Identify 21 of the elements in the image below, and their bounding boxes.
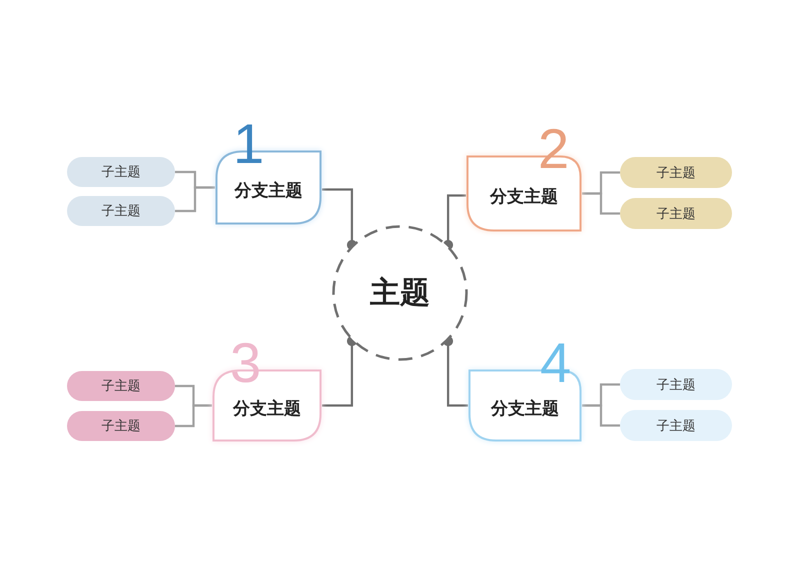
subtopic-pill: 子主题	[620, 157, 732, 188]
connector	[582, 192, 620, 215]
subtopic-pill: 子主题	[620, 410, 732, 441]
subtopic-pill: 子主题	[67, 196, 175, 226]
connector	[175, 186, 215, 212]
branch-label: 分支主题	[490, 398, 560, 420]
topic-label: 主题	[369, 274, 431, 312]
connector	[582, 404, 620, 427]
subtopic-pill: 子主题	[67, 371, 175, 401]
branch-label: 分支主题	[233, 180, 304, 202]
branch-label: 分支主题	[232, 398, 302, 420]
subtopic-pill: 子主题	[620, 369, 732, 400]
branch-label: 分支主题	[488, 186, 559, 208]
connector	[443, 336, 468, 407]
subtopic-pill: 子主题	[67, 411, 175, 441]
connector	[322, 336, 357, 407]
connector	[322, 188, 357, 250]
connector	[443, 194, 466, 250]
subtopic-pill: 子主题	[67, 157, 175, 187]
subtopic-pill: 子主题	[620, 198, 732, 229]
connector	[175, 404, 212, 428]
